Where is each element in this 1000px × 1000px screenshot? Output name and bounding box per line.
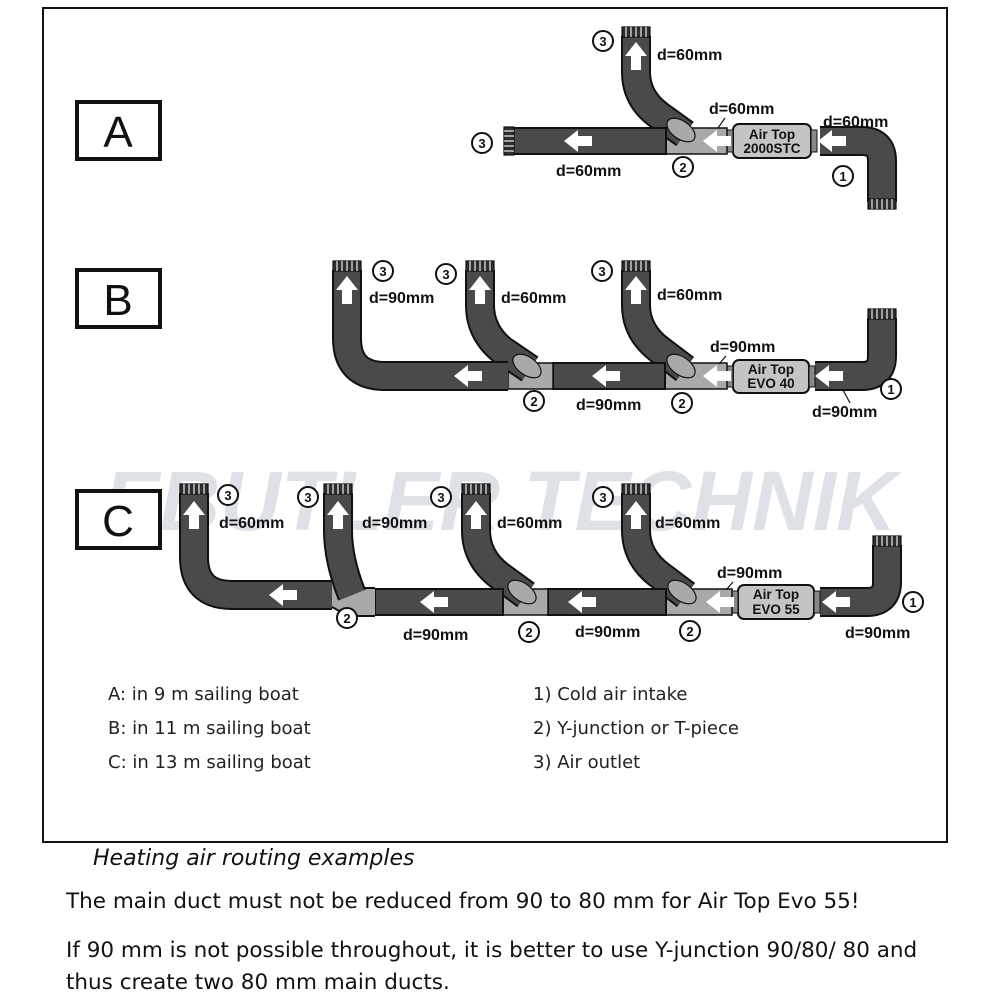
diagram-c: Air Top EVO 55 xyxy=(179,483,924,644)
marker-outlet: 3 xyxy=(591,260,613,282)
dimension-label: d=60mm xyxy=(497,515,562,532)
intake-grille-icon xyxy=(867,308,897,320)
dimension-label: d=60mm xyxy=(556,163,621,180)
svg-text:2: 2 xyxy=(686,624,693,639)
dimension-label: d=90mm xyxy=(710,339,775,356)
svg-text:1: 1 xyxy=(839,169,846,184)
heater-model-line2: 2000STC xyxy=(743,141,800,156)
marker-junction: 2 xyxy=(672,156,694,178)
dimension-label: d=60mm xyxy=(219,515,284,532)
dimension-label: d=90mm xyxy=(576,397,641,414)
outlet-grille-icon xyxy=(465,260,495,272)
svg-text:2: 2 xyxy=(525,625,532,640)
marker-junction: 2 xyxy=(679,620,701,642)
marker-junction: 2 xyxy=(336,607,358,629)
marker-intake: 1 xyxy=(902,591,924,613)
dimension-label: d=60mm xyxy=(709,101,774,118)
outlet-grille-icon xyxy=(332,260,362,272)
outlet-grille-icon xyxy=(621,483,651,495)
intake-grille-icon xyxy=(872,535,902,547)
svg-text:3: 3 xyxy=(598,264,605,279)
caption-note-2: If 90 mm is not possible throughout, it … xyxy=(66,938,918,995)
outlet-grille-icon xyxy=(621,260,651,272)
marker-junction: 2 xyxy=(518,621,540,643)
marker-outlet: 3 xyxy=(297,486,319,508)
legend-item-c: C: in 13 m sailing boat xyxy=(108,752,311,773)
heater-b: Air Top EVO 40 xyxy=(726,359,816,394)
dimension-label: d=60mm xyxy=(823,114,888,131)
dimension-label: d=90mm xyxy=(575,624,640,641)
section-box-a: A xyxy=(75,100,162,161)
part-legend: 1) Cold air intake 2) Y-junction or T-pi… xyxy=(533,678,739,780)
marker-intake: 1 xyxy=(832,165,854,187)
svg-text:2: 2 xyxy=(679,160,686,175)
legend-item-outlet: 3) Air outlet xyxy=(533,752,641,773)
dimension-label: d=60mm xyxy=(657,47,722,64)
section-label-b: B xyxy=(103,276,132,325)
svg-text:1: 1 xyxy=(909,595,916,610)
outlet-grille-icon xyxy=(179,483,209,495)
heater-model-line2: EVO 55 xyxy=(752,602,800,617)
marker-outlet: 3 xyxy=(471,132,493,154)
section-label-a: A xyxy=(103,108,133,157)
svg-text:3: 3 xyxy=(478,136,485,151)
marker-intake: 1 xyxy=(880,378,902,400)
marker-outlet: 3 xyxy=(592,30,614,52)
dimension-label: d=90mm xyxy=(403,627,468,644)
heater-model-line2: EVO 40 xyxy=(747,376,794,391)
marker-outlet: 3 xyxy=(217,484,239,506)
diagram-frame xyxy=(42,7,948,843)
marker-junction: 2 xyxy=(671,392,693,414)
dimension-label: d=60mm xyxy=(501,290,566,307)
section-label-c: C xyxy=(102,497,134,546)
legend-item-a: A: in 9 m sailing boat xyxy=(108,684,299,705)
dimension-label: d=90mm xyxy=(812,404,877,421)
marker-outlet: 3 xyxy=(435,263,457,285)
caption-title: Heating air routing examples xyxy=(93,846,415,871)
svg-text:3: 3 xyxy=(442,267,449,282)
svg-text:2: 2 xyxy=(343,611,350,626)
heater-c: Air Top EVO 55 xyxy=(731,584,821,620)
dimension-label: d=90mm xyxy=(845,625,910,642)
dimension-label: d=90mm xyxy=(362,515,427,532)
boat-size-legend: A: in 9 m sailing boat B: in 11 m sailin… xyxy=(108,678,311,780)
svg-text:3: 3 xyxy=(599,34,606,49)
heater-model-line1: Air Top xyxy=(753,587,799,602)
intake-grille-icon xyxy=(867,198,897,210)
diagram-a: Air Top 2000STC d=60mm d=60mm d=60mm d=6… xyxy=(471,26,897,210)
svg-text:2: 2 xyxy=(530,394,537,409)
outlet-grille-icon xyxy=(503,126,515,156)
svg-text:3: 3 xyxy=(224,488,231,503)
legend-item-intake: 1) Cold air intake xyxy=(533,684,688,705)
dimension-label: d=60mm xyxy=(655,515,720,532)
outlet-grille-icon xyxy=(461,483,491,495)
marker-outlet: 3 xyxy=(430,486,452,508)
svg-text:1: 1 xyxy=(887,382,894,397)
diagram-b: Air Top EVO 40 d=90mm d=60mm d=60mm d=90… xyxy=(332,260,902,421)
heater-model-line1: Air Top xyxy=(749,127,795,142)
dimension-label: d=60mm xyxy=(657,287,722,304)
marker-outlet: 3 xyxy=(372,260,394,282)
marker-outlet: 3 xyxy=(592,486,614,508)
dimension-label: d=90mm xyxy=(369,290,434,307)
legend-item-b: B: in 11 m sailing boat xyxy=(108,718,311,739)
marker-junction: 2 xyxy=(523,390,545,412)
dimension-label: d=90mm xyxy=(717,565,782,582)
outlet-grille-icon xyxy=(323,483,353,495)
section-box-c: C xyxy=(75,489,162,550)
svg-text:3: 3 xyxy=(599,490,606,505)
svg-text:3: 3 xyxy=(379,264,386,279)
heater-model-line1: Air Top xyxy=(748,362,794,377)
legend-item-junction: 2) Y-junction or T-piece xyxy=(533,718,739,739)
svg-text:3: 3 xyxy=(437,490,444,505)
heater-a: Air Top 2000STC xyxy=(726,123,818,159)
section-box-b: B xyxy=(75,268,162,329)
caption-note-1: The main duct must not be reduced from 9… xyxy=(66,889,860,914)
outlet-grille-icon xyxy=(621,26,651,38)
svg-text:3: 3 xyxy=(304,490,311,505)
svg-text:2: 2 xyxy=(678,396,685,411)
